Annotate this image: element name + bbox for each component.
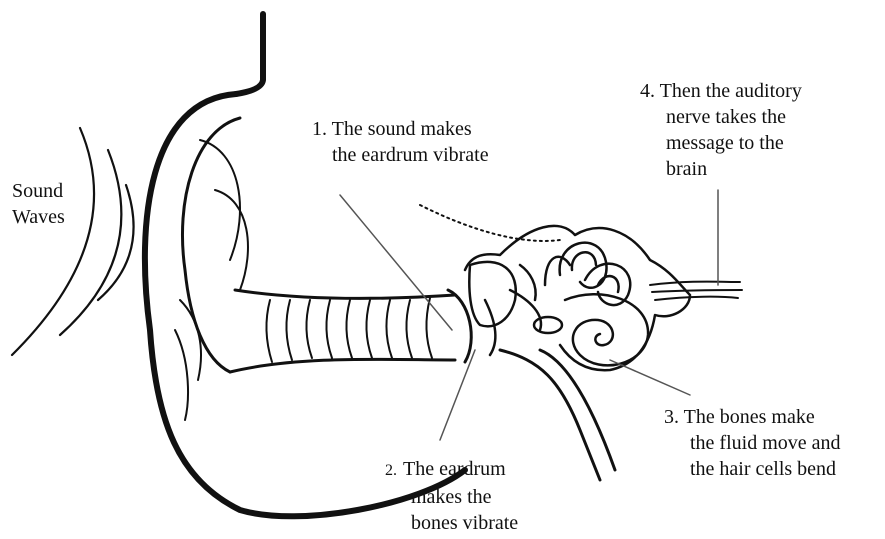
ear-canal xyxy=(230,290,455,372)
step2-label: 2.The eardrum makes the bones vibrate xyxy=(385,456,518,536)
sound-wave-arcs xyxy=(12,128,134,355)
middle-ear-bones xyxy=(469,262,562,355)
cochlea xyxy=(565,294,648,365)
ear-inner-fold xyxy=(182,118,240,372)
inner-ear-outline xyxy=(465,226,690,370)
sound-waves-label: Sound Waves xyxy=(12,178,65,230)
step3-label: 3. The bones make the fluid move and the… xyxy=(664,404,841,482)
head-outline xyxy=(236,14,263,94)
label-leader-lines xyxy=(340,190,718,440)
auditory-nerve xyxy=(650,282,742,300)
eardrum xyxy=(448,290,471,362)
eustachian-tube-inner xyxy=(540,350,615,470)
step4-label: 4. Then the auditory nerve takes the mes… xyxy=(640,78,802,182)
skull-edge xyxy=(420,205,560,241)
step1-label: 1. The sound makes the eardrum vibrate xyxy=(312,116,489,168)
